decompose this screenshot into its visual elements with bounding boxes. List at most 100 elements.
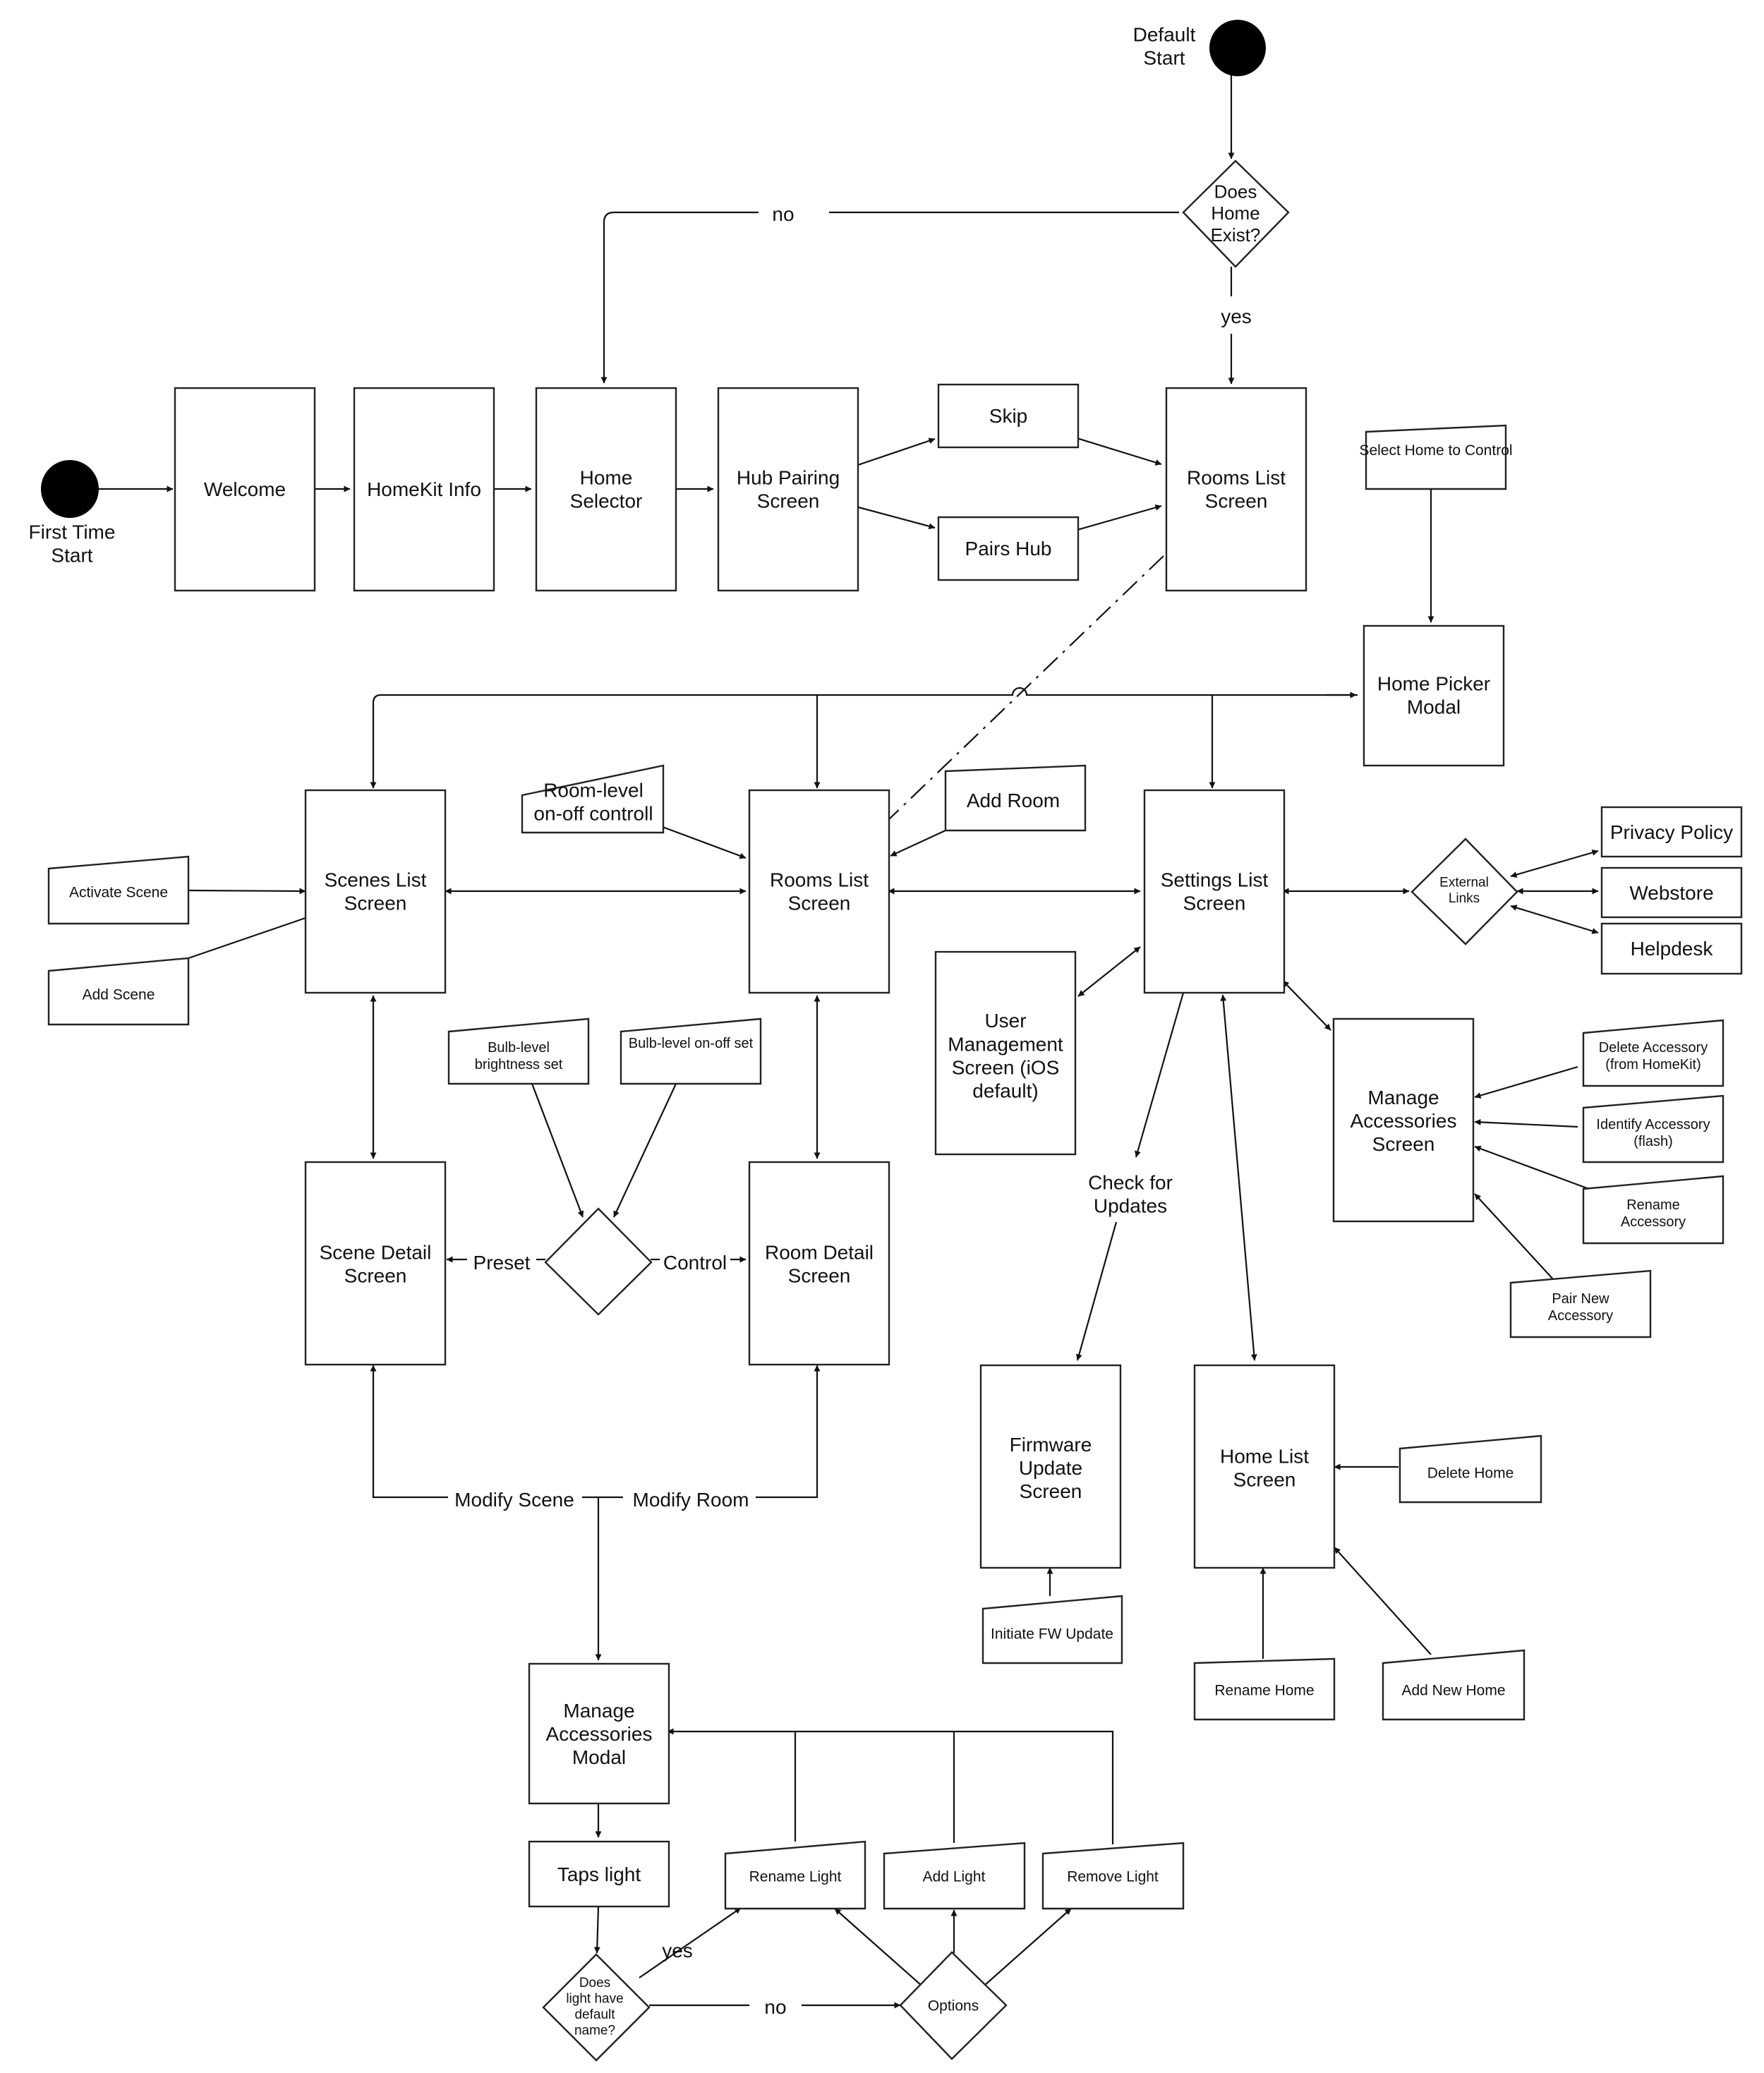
add-new-home-input[interactable] (1382, 1649, 1526, 1721)
edge-bulb-brightness (531, 1083, 584, 1218)
edge-identify-accessory (1474, 1118, 1578, 1128)
does-home-exist-decision[interactable] (1182, 159, 1290, 268)
user-management-screen[interactable] (934, 950, 1077, 1156)
skip-label: Skip (989, 405, 1027, 427)
rename-light-label: Rename Light (749, 1868, 842, 1885)
edge-decision-yes (639, 1907, 742, 1978)
add-room-input[interactable] (944, 764, 1087, 832)
edge-external-helpdesk (1510, 905, 1599, 934)
taps-light-box[interactable] (528, 1840, 670, 1908)
rename-home-label: Rename Home (1214, 1682, 1314, 1698)
edge-skip-rooms (1074, 436, 1162, 466)
edge-add-new-home (1334, 1547, 1432, 1655)
no-top-label: no (772, 203, 794, 225)
add-light-label: Add Light (923, 1868, 986, 1885)
initiate-fw-input[interactable] (981, 1595, 1123, 1664)
privacy-policy-box[interactable] (1600, 806, 1743, 858)
edge-lights-to-modal (667, 1728, 1114, 1844)
scene-detail-screen[interactable] (304, 1161, 447, 1366)
home-picker-modal[interactable] (1363, 624, 1505, 767)
rename-home-input[interactable] (1193, 1657, 1336, 1721)
identify-accessory-input[interactable] (1582, 1094, 1724, 1164)
room-detail-screen[interactable] (748, 1161, 890, 1366)
pairs-hub-box[interactable] (937, 516, 1080, 581)
edge-activate-scene (188, 888, 306, 895)
add-room-label: Add Room (967, 790, 1060, 811)
first-time-start-circle (41, 460, 99, 518)
settings-list-screen[interactable] (1143, 789, 1286, 994)
pairs-hub-label: Pairs Hub (965, 538, 1052, 560)
edge-rename-accessory (1474, 1145, 1590, 1190)
edge-add-room (890, 830, 946, 857)
room-level-input[interactable] (521, 764, 665, 834)
delete-home-input[interactable] (1398, 1434, 1542, 1504)
preset-control-decision[interactable] (544, 1207, 653, 1316)
remove-light-label: Remove Light (1067, 1868, 1159, 1885)
delete-accessory-label: Delete Accessory(from HomeKit) (1599, 1040, 1708, 1072)
select-home-label: Select Home to Control (1359, 442, 1512, 459)
delete-home-label: Delete Home (1427, 1465, 1514, 1481)
rename-accessory-input[interactable] (1582, 1175, 1724, 1245)
firmware-update-screen[interactable] (979, 1364, 1122, 1569)
no-bottom-label: no (764, 1996, 786, 2018)
welcome-label: Welcome (204, 478, 286, 500)
edge-pair-new-accessory (1474, 1193, 1554, 1281)
webstore-label: Webstore (1629, 882, 1713, 904)
add-scene-label: Add Scene (83, 986, 155, 1003)
select-home-input[interactable] (1365, 424, 1507, 490)
options-decision[interactable] (899, 1951, 1008, 2060)
edge-delete-accessory (1474, 1065, 1578, 1099)
activate-scene-label: Activate Scene (69, 884, 168, 900)
bulb-onoff-label: Bulb-level on-off set (629, 1036, 754, 1051)
remove-light-input[interactable] (1041, 1842, 1185, 1910)
rooms-list-top-screen[interactable] (1165, 387, 1307, 592)
hub-pairing-screen[interactable] (717, 387, 859, 592)
external-links-decision[interactable] (1410, 838, 1518, 945)
yes-top-label: yes (1221, 306, 1252, 327)
bulb-brightness-input[interactable] (447, 1017, 590, 1085)
skip-box[interactable] (937, 383, 1080, 449)
default-start-circle (1209, 20, 1266, 76)
helpdesk-box[interactable] (1600, 922, 1743, 975)
home-selector-screen[interactable] (535, 387, 677, 592)
pair-new-accessory-input[interactable] (1509, 1269, 1652, 1338)
shapes (41, 20, 1743, 2062)
scenes-list-screen[interactable] (304, 789, 447, 994)
taps-light-label: Taps light (557, 1863, 641, 1885)
rooms-list-screen[interactable] (748, 789, 890, 994)
bulb-onoff-input[interactable] (620, 1017, 762, 1085)
activate-scene-input[interactable] (47, 855, 190, 925)
home-list-screen[interactable] (1193, 1364, 1336, 1569)
homekit-info-screen[interactable] (353, 387, 495, 592)
default-name-decision[interactable] (542, 1953, 651, 2062)
initiate-fw-label: Initiate FW Update (991, 1626, 1113, 1642)
add-scene-input[interactable] (47, 957, 190, 1026)
add-light-input[interactable] (883, 1842, 1026, 1910)
edge-hub-skip (855, 437, 936, 467)
edge-picker-to-scenes (370, 687, 1358, 789)
manage-accessories-modal[interactable] (528, 1662, 670, 1805)
webstore-box[interactable] (1600, 866, 1743, 919)
edge-room-level (662, 826, 747, 859)
rename-light-input[interactable] (724, 1840, 866, 1910)
delete-accessory-input[interactable] (1582, 1019, 1724, 1087)
yes-bottom-label: yes (662, 1940, 693, 1962)
edges (99, 75, 1599, 2009)
options-label: Options (928, 1998, 979, 2014)
welcome-screen[interactable] (174, 387, 316, 592)
manage-accessories-screen[interactable] (1332, 1017, 1475, 1223)
